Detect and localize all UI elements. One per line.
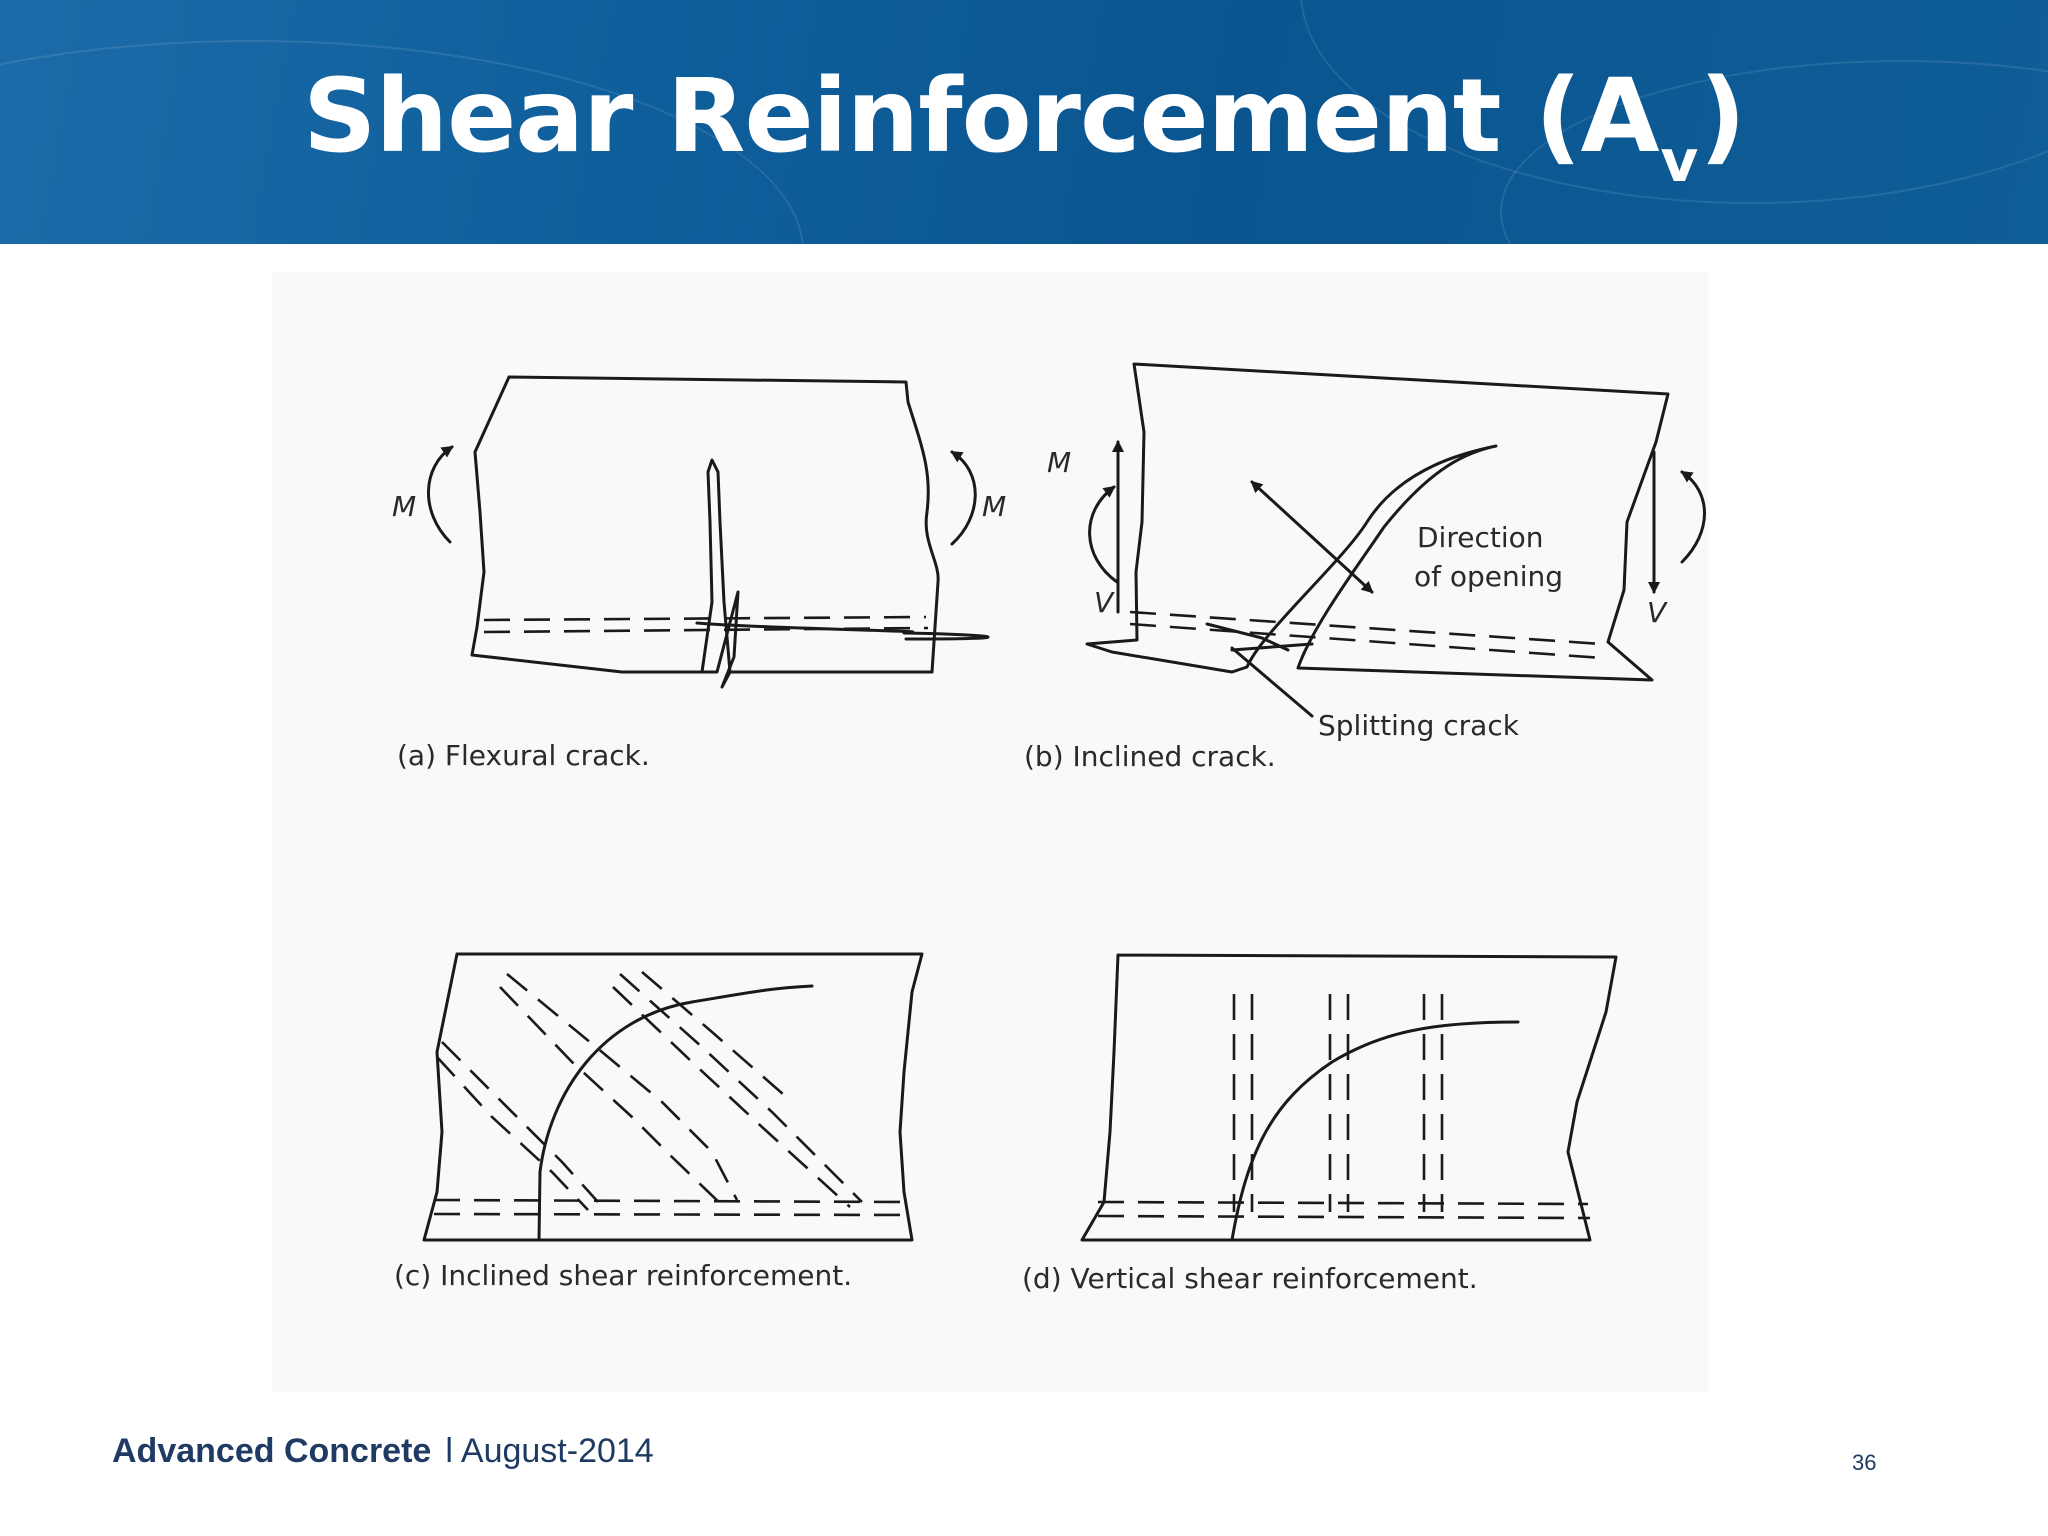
moment-a-left-arrow [427, 445, 454, 544]
beam-a-left [470, 375, 940, 689]
splitting-leader [1230, 646, 1314, 718]
stirrup-d-1 [1232, 994, 1254, 1212]
title-subscript: v [1660, 127, 1699, 195]
caption-b: (b) Inclined crack. [1024, 740, 1276, 773]
flexural-crack [700, 458, 732, 674]
stirrup-d-2 [1328, 994, 1350, 1212]
footer-date: August-2014 [460, 1432, 654, 1470]
rebar-c-bottom [433, 1212, 907, 1217]
rebar-b-bottom [1129, 622, 1603, 660]
rebar-a-bottom [483, 626, 929, 634]
beam-c-outline [422, 952, 924, 1242]
caption-c: (c) Inclined shear reinforcement. [394, 1259, 852, 1292]
rebar-d-bottom [1097, 1214, 1591, 1220]
rebar-b-top [1129, 610, 1603, 646]
moment-b-left-arrow [1088, 485, 1119, 584]
title-close: ) [1699, 57, 1746, 176]
slide-header: Shear Reinforcement (Av) [0, 0, 2048, 244]
moment-a-right-arrow [950, 450, 977, 546]
rebar-c-top [433, 1198, 905, 1204]
direction-label-1: Direction [1417, 521, 1544, 554]
page-number: 36 [1852, 1450, 1877, 1475]
inclined-crack-c [537, 984, 814, 1242]
shear-b-left: V [1094, 586, 1115, 619]
rebar-d-top [1097, 1200, 1589, 1206]
direction-arrow-a [1250, 480, 1314, 539]
moment-a-left: M [392, 490, 416, 523]
rebar-a-top [483, 615, 927, 622]
stirrup-c-2b [612, 986, 851, 1208]
panel-b: M V M′ V Direction of opening Splitting … [1024, 362, 1706, 773]
direction-label-2: of opening [1414, 560, 1563, 593]
caption-a: (a) Flexural crack. [397, 739, 650, 772]
stirrup-c-4a [641, 971, 793, 1103]
footer-course-name: Advanced Concrete [112, 1432, 432, 1470]
stirrup-c-1a [506, 972, 739, 1201]
shear-crack-diagram: M M (a) Flexural crack. M V M′ V Directi… [392, 362, 1706, 1295]
title-main: Shear Reinforcement (A [303, 57, 1659, 176]
beam-a-outline [695, 621, 990, 641]
stirrup-d-3 [1422, 994, 1444, 1212]
direction-arrow-b [1310, 535, 1374, 594]
stirrup-c-2a [619, 973, 863, 1203]
panel-d: (d) Vertical shear reinforcement. [1022, 953, 1618, 1295]
moment-b-left: M [1047, 446, 1071, 479]
figure-area: M M (a) Flexural crack. M V M′ V Directi… [272, 272, 1708, 1392]
slide-title: Shear Reinforcement (Av) [0, 52, 2048, 196]
splitting-label: Splitting crack [1318, 709, 1520, 742]
moment-b-right-arrow [1680, 470, 1706, 564]
stirrup-c-3b [436, 1056, 589, 1211]
shear-b-right: V [1647, 596, 1668, 629]
panel-c: (c) Inclined shear reinforcement. [394, 952, 924, 1292]
beam-b-outline [1085, 362, 1670, 682]
footer-separator: l [445, 1432, 453, 1470]
beam-d-outline [1080, 953, 1618, 1242]
stirrup-c-1b [499, 986, 725, 1208]
panel-a: M M (a) Flexural crack. [392, 375, 1006, 772]
stirrup-c-3a [441, 1041, 599, 1203]
caption-d: (d) Vertical shear reinforcement. [1022, 1262, 1478, 1295]
inclined-crack-d [1230, 1020, 1520, 1242]
splitting-crack [1205, 622, 1314, 652]
moment-a-right: M [982, 490, 1006, 523]
